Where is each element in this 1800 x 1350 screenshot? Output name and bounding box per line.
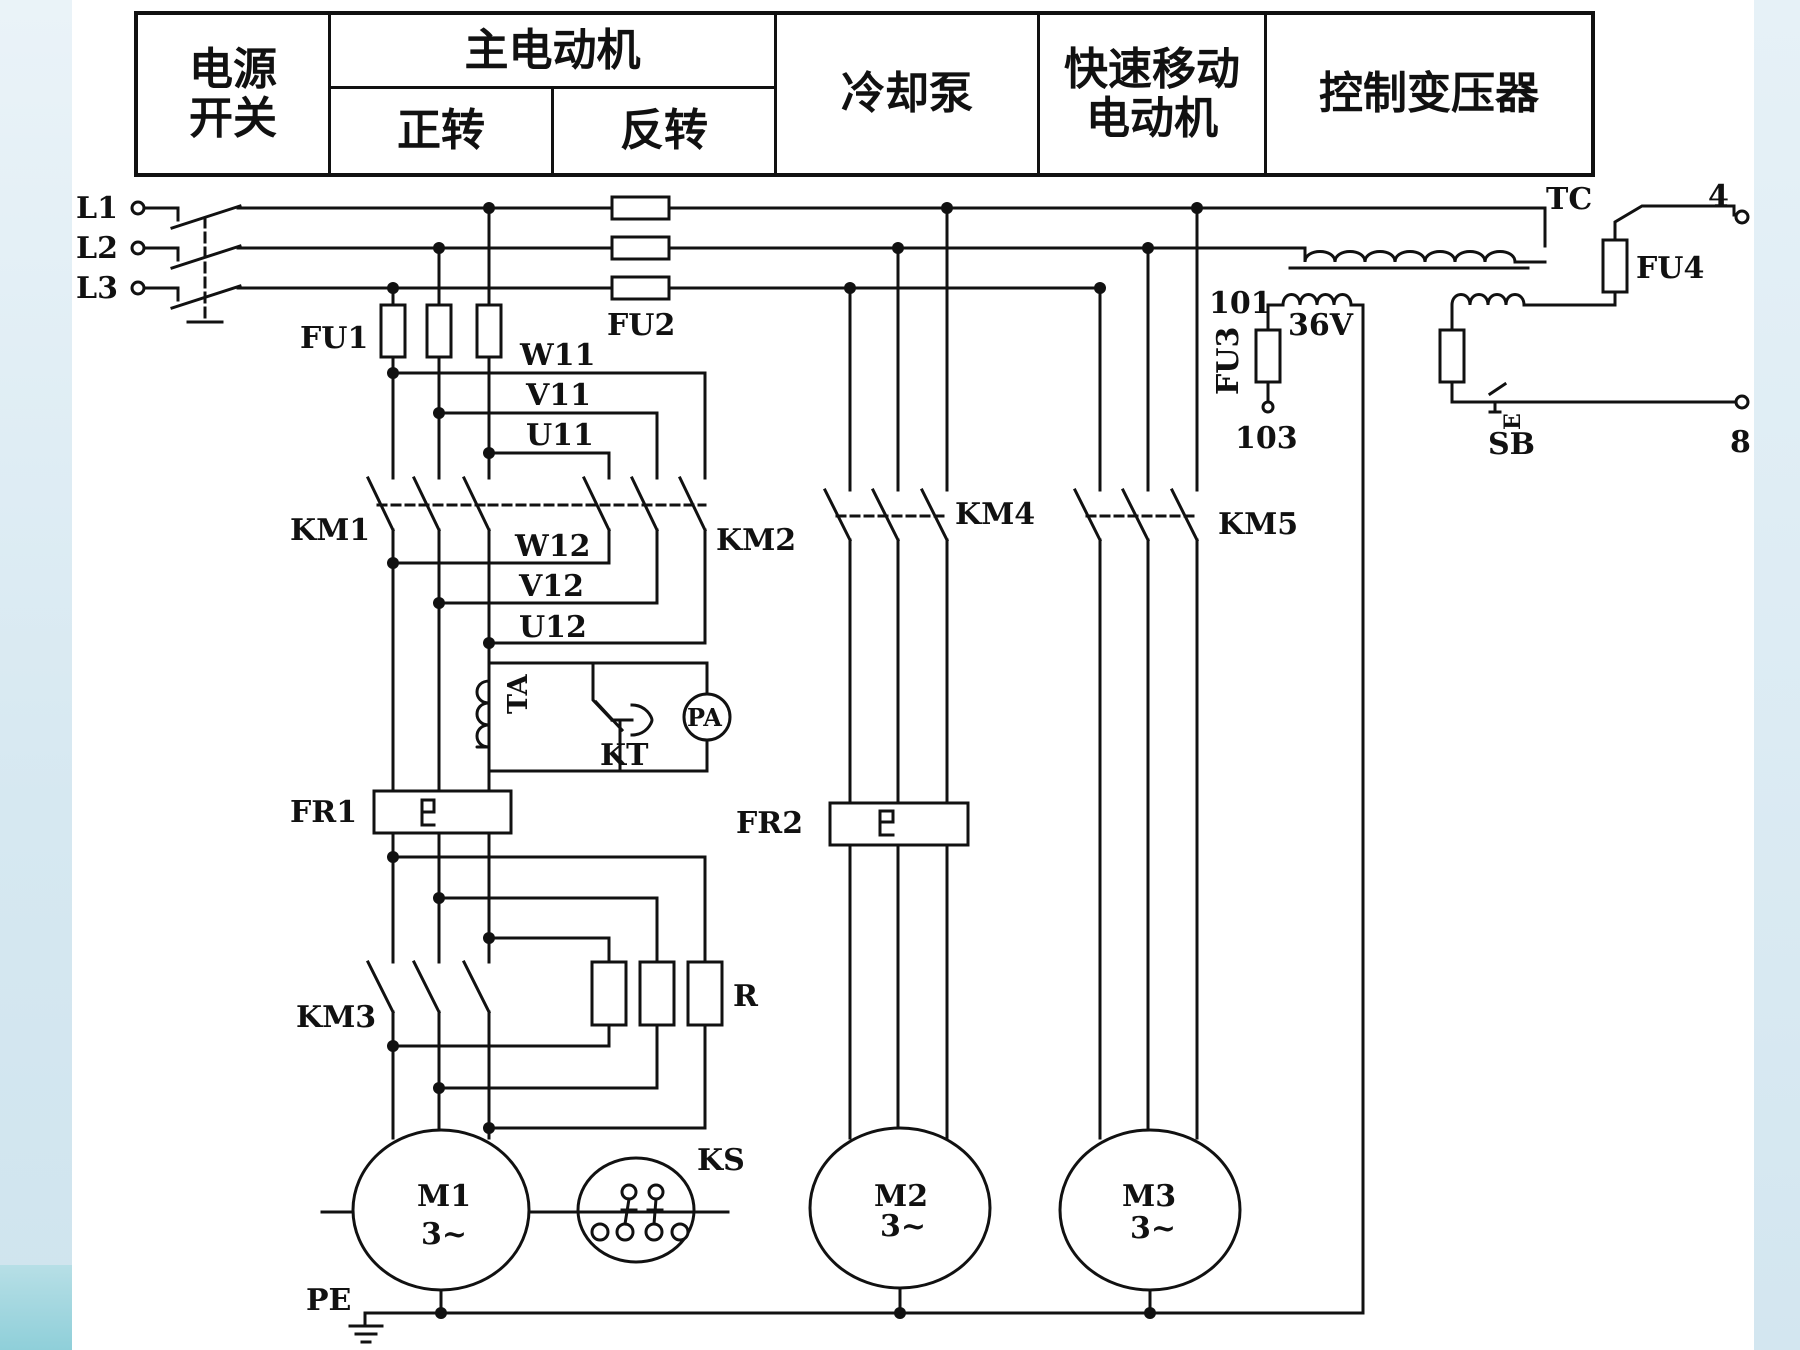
- label-ta: TA: [503, 673, 534, 714]
- label-36v: 36V: [1288, 308, 1354, 343]
- junction-dots: [387, 202, 1203, 1319]
- label-l2: L2: [76, 231, 118, 266]
- header-coolant-pump: 冷却泵: [774, 11, 1040, 177]
- label-terminal-8: 8: [1730, 425, 1751, 460]
- function-header-table: 电源 开关 主电动机 冷却泵 快速移动 电动机 控制变压器 正转 反转: [134, 11, 1595, 177]
- header-main-motor: 主电动机: [328, 11, 777, 89]
- label-km1: KM1: [290, 513, 370, 548]
- label-ks: KS: [697, 1143, 745, 1178]
- label-fu1: FU1: [300, 321, 368, 356]
- label-w12: W12: [514, 529, 590, 564]
- label-pe: PE: [306, 1283, 351, 1318]
- coolant-pump-conductors: [822, 206, 970, 1140]
- header-control-transformer: 控制变压器: [1264, 11, 1595, 177]
- label-km3: KM3: [296, 1000, 376, 1035]
- slide-left-margin: [0, 0, 72, 1350]
- rapid-motor-conductors: [1072, 206, 1200, 1140]
- header-power-switch: 电源 开关: [134, 11, 331, 177]
- label-m3-phase: 3~: [1130, 1211, 1176, 1246]
- label-101: 101: [1209, 286, 1272, 321]
- label-tc: TC: [1546, 182, 1592, 217]
- label-w11: W11: [519, 338, 595, 373]
- header-forward: 正转: [328, 85, 554, 177]
- label-fu3: FU3: [1211, 327, 1246, 395]
- label-km5: KM5: [1218, 507, 1298, 542]
- label-terminal-4: 4: [1708, 179, 1729, 214]
- slide-left-accent: [0, 1265, 72, 1350]
- label-kt: KT: [600, 738, 649, 773]
- label-m3: M3: [1122, 1179, 1176, 1214]
- label-fu2: FU2: [607, 308, 675, 343]
- header-reverse: 反转: [551, 85, 777, 177]
- ks-speed-relay: [590, 1183, 690, 1242]
- label-pa: PA: [687, 703, 722, 732]
- label-sb-e: E: [1500, 413, 1526, 430]
- label-km2: KM2: [716, 523, 796, 558]
- label-fu4: FU4: [1636, 251, 1704, 286]
- slide-right-margin: [1754, 0, 1800, 1350]
- label-m2-phase: 3~: [880, 1209, 926, 1244]
- label-m2: M2: [874, 1179, 928, 1214]
- label-103: 103: [1235, 421, 1298, 456]
- label-m1-phase: 3~: [421, 1217, 467, 1252]
- label-fr1: FR1: [290, 795, 357, 830]
- main-motor-conductors: [365, 206, 732, 1140]
- label-v12: V12: [518, 569, 584, 604]
- label-u12: U12: [519, 610, 587, 645]
- label-u11: U11: [526, 418, 594, 453]
- label-sb: SB: [1488, 427, 1535, 462]
- label-fr2: FR2: [736, 806, 803, 841]
- diagram-paper: [72, 0, 1754, 1350]
- label-r: R: [733, 979, 759, 1014]
- label-l3: L3: [76, 271, 118, 306]
- label-v11: V11: [525, 378, 591, 413]
- control-transformer-tc: [1254, 204, 1750, 414]
- fuse-fu2: [610, 195, 671, 301]
- label-l1: L1: [76, 191, 118, 226]
- label-km4: KM4: [955, 497, 1035, 532]
- label-m1: M1: [417, 1179, 471, 1214]
- power-switch-qs: [130, 200, 242, 324]
- header-rapid-motor: 快速移动 电动机: [1037, 11, 1267, 177]
